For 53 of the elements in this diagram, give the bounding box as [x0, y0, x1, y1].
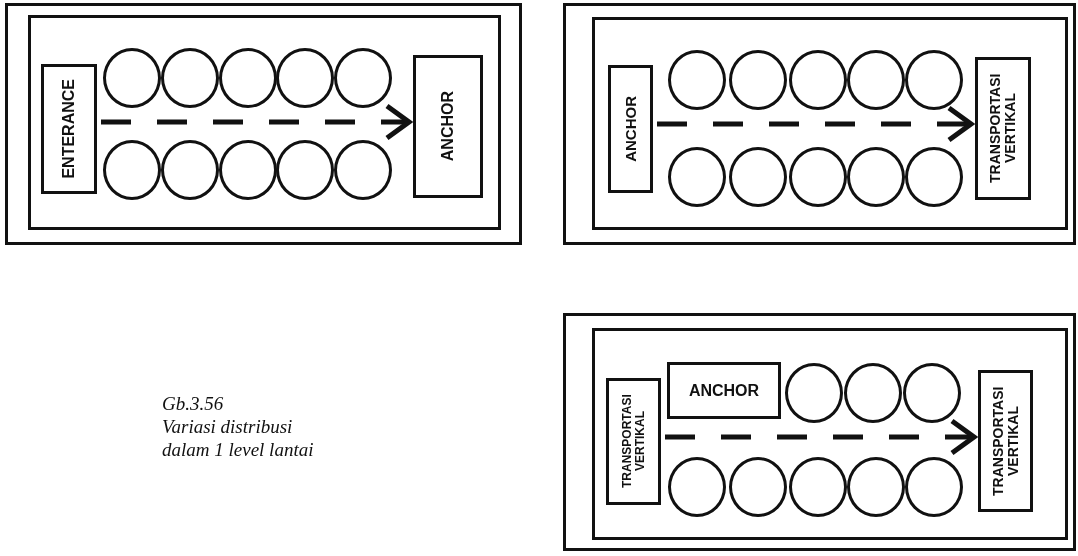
circle-symbol	[903, 363, 961, 423]
floor-frame	[28, 15, 501, 230]
circle-symbol	[847, 50, 905, 110]
circle-symbol	[276, 140, 334, 200]
circle-symbol	[103, 48, 161, 108]
zone-box	[606, 378, 661, 505]
outer-frame	[563, 3, 1076, 245]
circle-symbol	[844, 363, 902, 423]
zone-box	[667, 362, 781, 419]
flow-arrow	[657, 105, 974, 143]
circle-symbol	[334, 140, 392, 200]
zone-label: ANCHOR	[622, 96, 639, 162]
flow-arrow	[101, 103, 412, 141]
circle-symbol	[729, 50, 787, 110]
zone-label: TRANSPORTASI VERTIKAL	[988, 72, 1018, 186]
circle-symbol	[847, 457, 905, 517]
circle-symbol	[161, 140, 219, 200]
zone-label: ENTERANCE	[60, 79, 78, 179]
floor-frame	[592, 328, 1068, 540]
zone-label: TRANSPORTASI VERTIKAL	[990, 385, 1021, 498]
outer-frame	[563, 313, 1076, 551]
figure-caption: Variasi distribusi dalam 1 level lantai	[162, 415, 315, 462]
zone-box	[608, 65, 653, 193]
zone-box	[413, 55, 483, 198]
circle-symbol	[276, 48, 334, 108]
zone-label: TRANSPORTASI VERTIKAL	[620, 393, 647, 491]
circle-symbol	[789, 50, 847, 110]
circle-symbol	[729, 147, 787, 207]
circle-symbol	[161, 48, 219, 108]
circle-symbol	[905, 457, 963, 517]
circle-symbol	[785, 363, 843, 423]
zone-box	[978, 370, 1033, 512]
zone-label: ANCHOR	[439, 91, 457, 162]
circle-symbol	[905, 147, 963, 207]
circle-symbol	[905, 50, 963, 110]
circle-symbol	[219, 48, 277, 108]
figure-caption: Gb.3.56	[162, 393, 224, 416]
zone-box	[975, 57, 1031, 200]
circle-symbol	[668, 50, 726, 110]
circle-symbol	[219, 140, 277, 200]
circle-symbol	[668, 147, 726, 207]
floor-frame	[592, 17, 1068, 230]
outer-frame	[5, 3, 522, 245]
circle-symbol	[334, 48, 392, 108]
circle-symbol	[847, 147, 905, 207]
zone-label: ANCHOR	[688, 381, 760, 400]
zone-box	[41, 64, 97, 194]
circle-symbol	[789, 147, 847, 207]
circle-symbol	[729, 457, 787, 517]
circle-symbol	[103, 140, 161, 200]
circle-symbol	[789, 457, 847, 517]
flow-arrow	[665, 418, 977, 456]
circle-symbol	[668, 457, 726, 517]
